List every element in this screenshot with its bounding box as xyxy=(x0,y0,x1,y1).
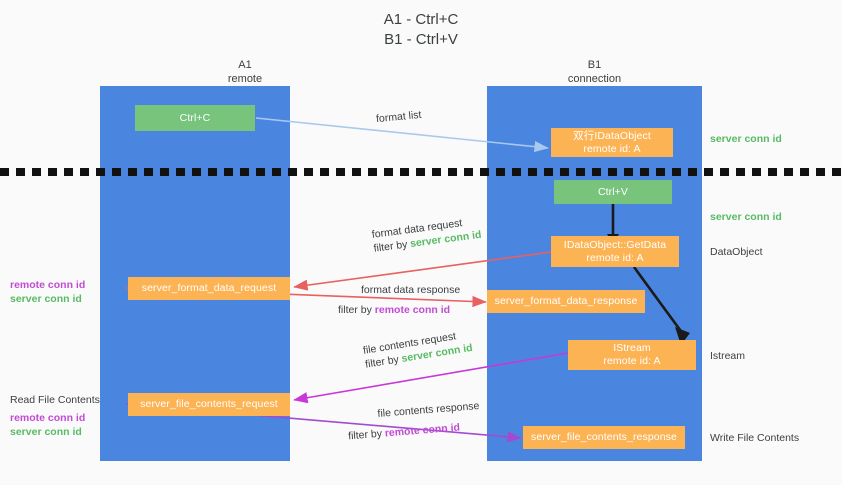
edge-label-format-list: format list xyxy=(375,108,422,126)
node-idataobject-getdata[interactable]: IDataObject::GetData remote id: A xyxy=(551,236,679,267)
edge-label-file-contents-response-line1: file contents response xyxy=(377,399,480,420)
node-getdata-line2: remote id: A xyxy=(586,251,644,264)
edge-label-file-contents-response: file contents response filter by remote … xyxy=(348,399,482,442)
filter-by-prefix: filter by xyxy=(372,238,411,255)
node-server-file-contents-response-label: server_file_contents_response xyxy=(531,431,677,443)
lane-header-b1-title: B1 xyxy=(587,59,602,71)
left-label-read-file-contents: Read File Contents xyxy=(10,394,100,406)
node-istream-line2: remote id: A xyxy=(603,355,661,367)
filter-key-remote-conn-id: remote conn id xyxy=(384,421,461,440)
lane-header-a1-title: A1 xyxy=(238,59,252,71)
lane-header-b1-subtitle: connection xyxy=(567,73,622,85)
edge-label-format-data-response: format data response filter by remote co… xyxy=(338,283,461,317)
right-label-server-conn-id-2: server conn id xyxy=(710,211,782,223)
edge-label-file-contents-request: file contents request filter by server c… xyxy=(362,327,474,372)
edge-label-format-data-response-line2: filter by remote conn id xyxy=(338,303,460,317)
edge-label-format-list-text: format list xyxy=(375,108,422,126)
left-label-conn-ids-bottom: remote conn id server conn id xyxy=(10,411,85,439)
node-ctrl-v-label: Ctrl+V xyxy=(597,185,629,198)
right-label-write-file-contents: Write File Contents xyxy=(710,432,800,444)
filter-key-remote-conn-id: remote conn id xyxy=(374,304,451,316)
lane-header-a1-subtitle: remote xyxy=(227,73,263,85)
node-idataobject[interactable]: 双行IDataObject remote id: A xyxy=(551,128,673,157)
edge-label-format-data-response-line1: format data response xyxy=(361,284,461,296)
filter-by-prefix: filter by xyxy=(347,427,386,443)
left-label-server-conn-id-2: server conn id xyxy=(10,426,82,438)
left-label-remote-conn-id-1: remote conn id xyxy=(10,279,86,291)
left-label-server-conn-id-1: server conn id xyxy=(10,293,82,305)
left-label-conn-ids-top: remote conn id server conn id xyxy=(10,278,85,306)
node-ctrl-c-label: Ctrl+C xyxy=(179,111,211,124)
lane-header-b1: B1 connection xyxy=(487,58,702,86)
node-server-file-contents-request-label: server_file_contents_request xyxy=(140,398,278,410)
lane-header-a1: A1 remote xyxy=(100,58,390,86)
right-label-dataobject: DataObject xyxy=(710,246,763,258)
node-istream[interactable]: IStream remote id: A xyxy=(568,340,696,370)
node-server-format-data-request-label: server_format_data_request xyxy=(141,282,277,294)
node-server-file-contents-response[interactable]: server_file_contents_response xyxy=(523,426,685,449)
node-idataobject-line1: 双行IDataObject xyxy=(573,129,651,142)
node-server-format-data-response-label: server_format_data_response xyxy=(494,295,638,307)
left-label-remote-conn-id-2: remote conn id xyxy=(10,412,86,424)
node-ctrl-c[interactable]: Ctrl+C xyxy=(135,105,255,131)
title-line-2: B1 - Ctrl+V xyxy=(384,31,458,48)
node-getdata-line1: IDataObject::GetData xyxy=(563,238,667,251)
node-server-format-data-response[interactable]: server_format_data_response xyxy=(487,290,645,313)
title-line-1: A1 - Ctrl+C xyxy=(383,11,459,28)
node-idataobject-line2: remote id: A xyxy=(583,142,641,155)
right-label-server-conn-id-1: server conn id xyxy=(710,133,782,145)
node-istream-line1: IStream xyxy=(613,342,651,354)
node-ctrl-v[interactable]: Ctrl+V xyxy=(554,180,672,204)
node-server-format-data-request[interactable]: server_format_data_request xyxy=(128,277,290,300)
filter-by-prefix: filter by xyxy=(338,304,375,316)
node-server-file-contents-request[interactable]: server_file_contents_request xyxy=(128,393,290,416)
edge-label-format-data-request: format data request filter by server con… xyxy=(371,214,482,256)
phase-divider-dashed-line xyxy=(0,167,842,177)
page-title: A1 - Ctrl+C B1 - Ctrl+V xyxy=(0,10,842,50)
right-label-istream: Istream xyxy=(710,350,746,362)
edge-label-file-contents-response-line2: filter by remote conn id xyxy=(348,419,482,443)
